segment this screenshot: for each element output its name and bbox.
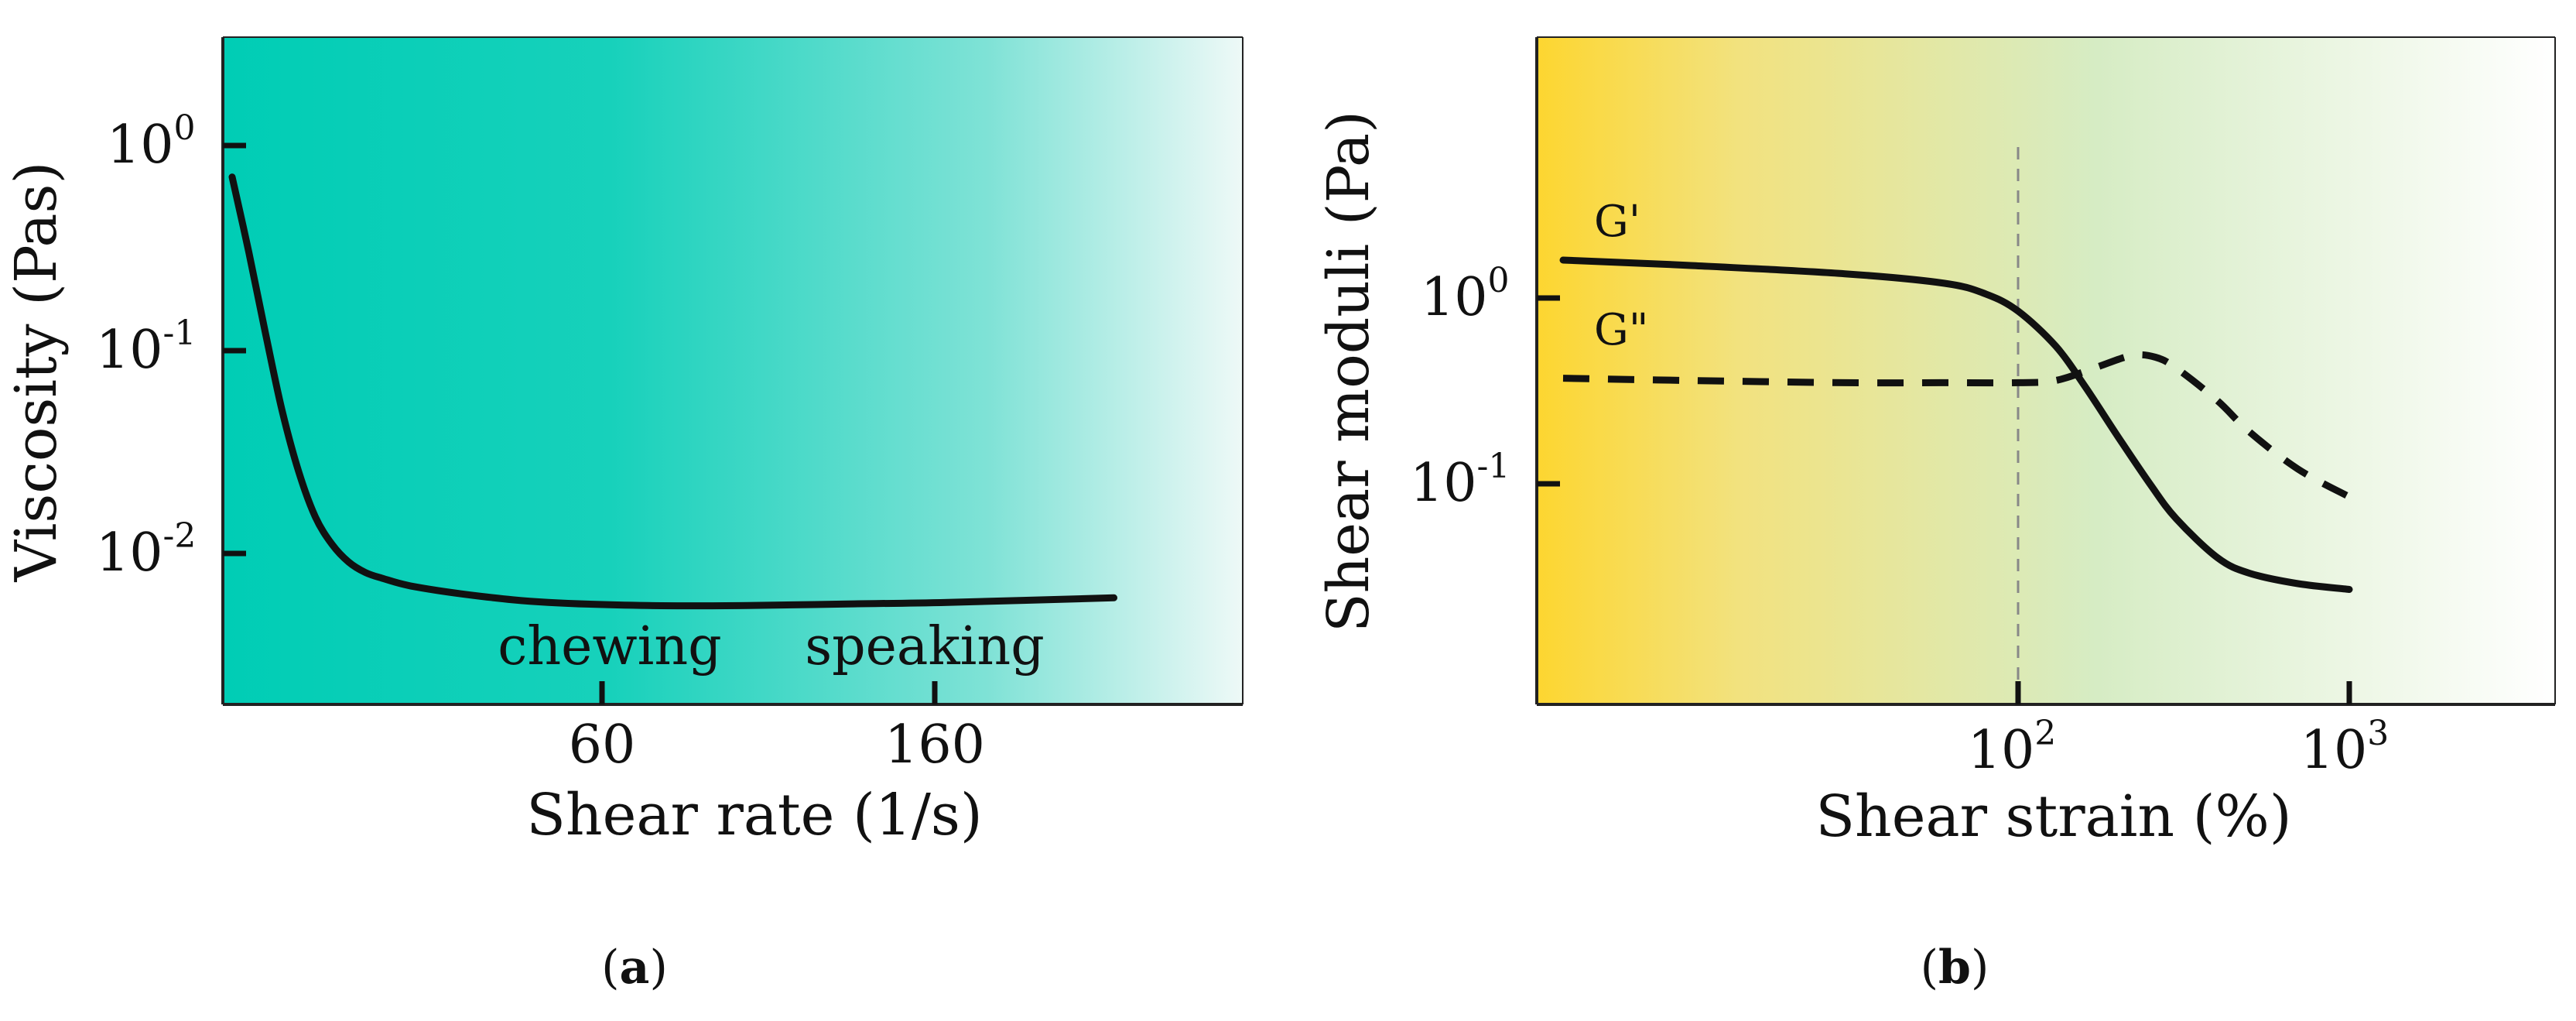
plot-a-background [223,37,1243,704]
annotation-chewing: chewing [498,616,721,677]
y-axis-label-a: Viscosity (Pas) [3,162,70,583]
y-tick-label-b-0: 100 [1421,261,1510,328]
x-tick-label-a-60: 60 [569,714,636,776]
x-axis-label-a: Shear rate (1/s) [526,782,982,848]
y-tick-label-a-0: 100 [107,108,196,176]
panel-a: 100 10-1 10-2 60 160 chewing speaking Sh… [3,36,1244,995]
panel-label-b: (b) [1921,940,1989,995]
y-tick-label-a-2: 10-2 [96,516,196,584]
x-tick-label-a-160: 160 [884,714,985,776]
panel-label-a: (a) [601,940,668,995]
x-tick-label-b-100: 102 [1968,714,2057,781]
panel-b: 100 10-1 102 103 Shear strain (%) Shear … [1315,36,2556,995]
x-axis-label-b: Shear strain (%) [1815,783,2291,850]
series-label-g-prime: G' [1594,197,1640,247]
y-axis-label-b: Shear moduli (Pa) [1315,111,1382,632]
annotation-speaking: speaking [805,616,1045,677]
series-label-g-double-prime: G" [1594,305,1649,355]
plot-b-background [1537,37,2555,704]
viscosity-curve [228,173,1117,610]
y-tick-label-b-1: 10-1 [1410,447,1510,514]
x-tick-label-b-1000: 103 [2301,714,2390,781]
y-tick-label-a-1: 10-1 [96,313,196,381]
g-prime-curve [1559,256,2353,593]
